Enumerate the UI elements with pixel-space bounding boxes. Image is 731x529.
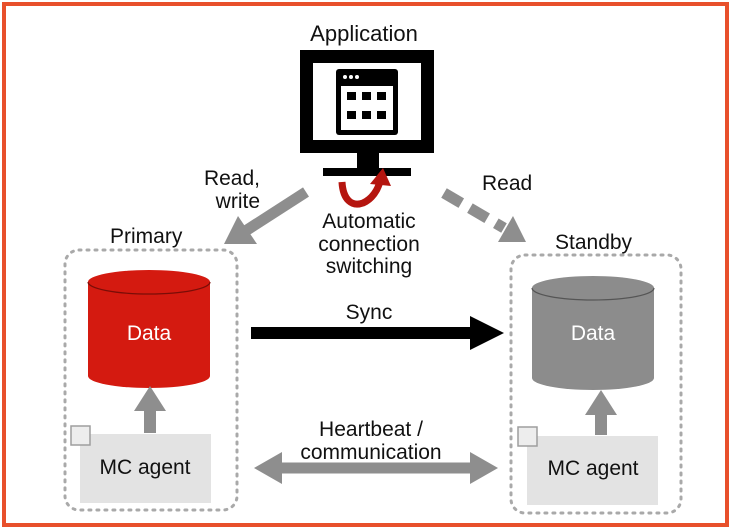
read-write-label-line-2: write: [215, 189, 260, 213]
heartbeat-label: Heartbeat / communication: [300, 418, 442, 464]
primary-group-border: [63, 248, 239, 512]
switching-label-line-3: switching: [325, 255, 413, 279]
switching-label-line-1: Automatic: [322, 210, 416, 233]
read-write-arrow: [224, 187, 309, 244]
standby-database-icon: [531, 276, 655, 390]
switching-arrow-icon: [338, 168, 391, 208]
standby-up-arrow: [585, 390, 617, 435]
read-label: Read: [482, 172, 533, 195]
primary-agent-label: MC agent: [99, 456, 191, 479]
primary-db-label: Data: [126, 322, 172, 345]
standby-agent-box: [517, 426, 658, 505]
application-monitor-icon: [300, 50, 434, 176]
read-arrow: [441, 188, 526, 242]
application-label: Application: [310, 21, 418, 46]
standby-label: Standby: [555, 231, 633, 254]
primary-label: Primary: [110, 225, 183, 248]
read-write-label-line-1: Read,: [203, 167, 260, 190]
heartbeat-label-line-1: Heartbeat /: [319, 418, 423, 441]
switching-label: Automatic connection switching: [318, 210, 420, 279]
sync-arrow: [251, 316, 504, 350]
sync-label: Sync: [345, 301, 393, 324]
switching-label-line-2: connection: [318, 232, 420, 256]
standby-group-border: [509, 253, 683, 515]
heartbeat-arrow: [254, 452, 498, 484]
heartbeat-label-line-2: communication: [300, 440, 442, 464]
standby-db-label: Data: [570, 322, 616, 345]
primary-agent-box: [70, 425, 211, 503]
standby-agent-label: MC agent: [547, 457, 639, 480]
primary-database-icon: [87, 270, 211, 388]
read-write-label: Read, write: [203, 167, 260, 213]
primary-up-arrow: [134, 386, 166, 433]
